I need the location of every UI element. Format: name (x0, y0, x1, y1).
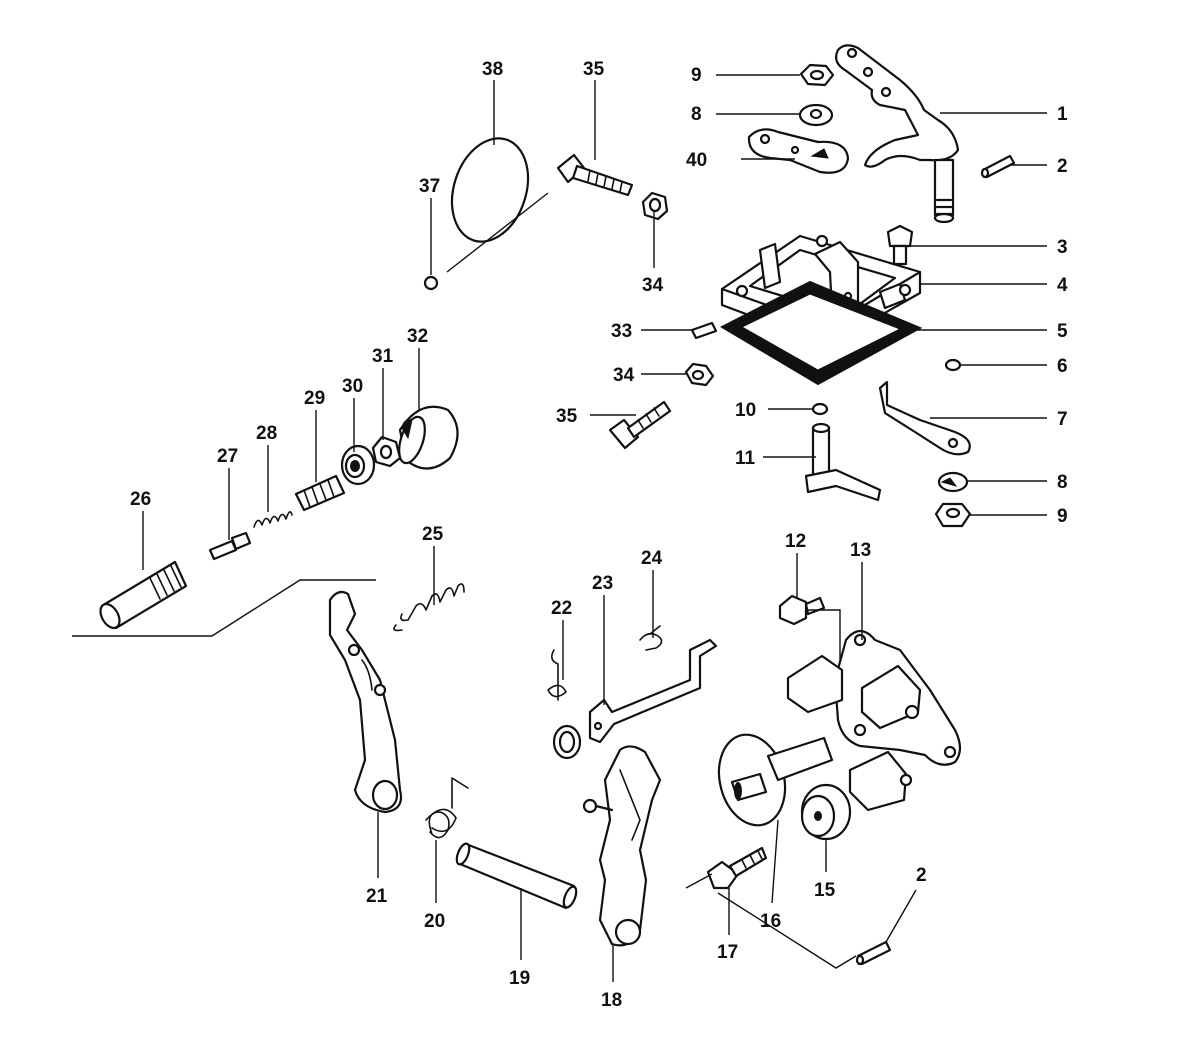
callout-24: 24 (641, 548, 663, 569)
part-34-nut-top (641, 191, 669, 221)
callout-5: 5 (1057, 321, 1068, 342)
part-32-cap (398, 405, 459, 470)
callout-4: 4 (1057, 275, 1068, 296)
part-3-bolt (886, 224, 914, 266)
part-8-washer-top (798, 103, 834, 127)
callout-8-top: 8 (691, 104, 702, 125)
part-19-shaft (455, 842, 578, 910)
part-28-spring (253, 511, 293, 528)
callout-18: 18 (601, 990, 622, 1011)
callout-16: 16 (760, 911, 781, 932)
part-25-spring (393, 583, 465, 632)
callout-28: 28 (256, 423, 277, 444)
part-2-pin-bottom (855, 940, 892, 966)
callout-31: 31 (372, 346, 394, 367)
part-16-disc-shaft (717, 733, 834, 827)
callout-27: 27 (217, 446, 238, 467)
part-23-bracket (588, 638, 718, 744)
assembly-guide-line (446, 192, 549, 273)
callout-26: 26 (130, 489, 151, 510)
callout-9-top: 9 (691, 65, 702, 86)
callout-10: 10 (735, 400, 756, 421)
part-6-ring (944, 358, 962, 372)
callout-37: 37 (419, 176, 440, 197)
part-37-ball (423, 275, 439, 291)
part-27-plunger (208, 531, 252, 561)
part-33-screw-mid (608, 400, 672, 450)
callout-3: 3 (1057, 237, 1068, 258)
part-29-sleeve (294, 474, 346, 512)
part-24-clip (639, 625, 663, 651)
callout-34-top: 34 (642, 275, 664, 296)
part-33-screw-top (556, 153, 634, 197)
part-9-nut-bottom (934, 502, 972, 528)
part-8-washer-bottom (937, 471, 969, 493)
part-31-nut (371, 435, 402, 468)
callout-8-bottom: 8 (1057, 472, 1068, 493)
part-22-spring (547, 649, 582, 760)
part-2-pin-top (980, 154, 1016, 179)
part-5-gasket (719, 280, 923, 386)
callout-12: 12 (785, 531, 806, 552)
callout-33-top: 35 (583, 59, 605, 80)
callout-32: 32 (407, 326, 428, 347)
callout-30: 30 (342, 376, 363, 397)
part-20-spring (425, 777, 469, 839)
callout-9-bottom: 9 (1057, 506, 1068, 527)
callout-35: 33 (611, 321, 632, 342)
callout-23: 23 (592, 573, 613, 594)
callout-40: 40 (686, 150, 707, 171)
part-17-bolt (706, 846, 768, 890)
callout-1: 1 (1057, 104, 1068, 125)
part-7-bracket (878, 380, 971, 456)
callout-20: 20 (424, 911, 445, 932)
callout-34-mid: 34 (613, 365, 635, 386)
part-10-ring (811, 402, 829, 416)
part-11-shaft-lever (804, 422, 882, 502)
assembly-guide-line-2 (72, 579, 376, 637)
callout-6: 6 (1057, 356, 1068, 377)
part-40-plate (747, 128, 850, 174)
part-15-roller (800, 783, 852, 841)
callout-labels: 38 37 35 34 9 8 40 1 2 3 4 5 6 7 8 9 33 … (130, 59, 1068, 1011)
leader-lines (142, 74, 1047, 982)
part-34-nut-mid (684, 362, 715, 387)
part-18-weight-lever (582, 745, 662, 947)
callout-29: 29 (304, 388, 325, 409)
part-13-flyweight-plate (786, 629, 962, 812)
part-35-pin (690, 321, 718, 340)
callout-25: 25 (422, 524, 444, 545)
assembly-guide-line-3 (685, 873, 857, 969)
part-21-long-lever (328, 590, 403, 814)
callout-17: 17 (717, 942, 738, 963)
part-38-disc (450, 137, 530, 243)
part-26-threaded-rod (99, 560, 188, 630)
callout-38: 38 (482, 59, 503, 80)
part-30-bushing (340, 444, 376, 486)
part-9-nut-top (799, 63, 835, 87)
callout-7: 7 (1057, 409, 1068, 430)
callout-15: 15 (814, 880, 836, 901)
callout-19: 19 (509, 968, 530, 989)
callout-22: 22 (551, 598, 572, 619)
callout-33-mid: 35 (556, 406, 578, 427)
callout-2-top: 2 (1057, 156, 1068, 177)
callout-2-bottom: 2 (916, 865, 927, 886)
callout-11: 11 (735, 448, 756, 469)
callout-13: 13 (850, 540, 871, 561)
callout-21: 21 (366, 886, 388, 907)
part-1-lever (835, 44, 960, 224)
